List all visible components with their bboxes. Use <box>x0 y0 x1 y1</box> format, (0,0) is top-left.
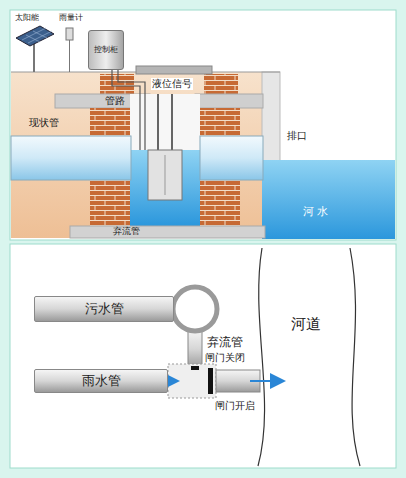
gate-rod <box>157 94 159 150</box>
solar-panel <box>16 26 54 46</box>
node-text: 控制柜 <box>94 45 118 54</box>
outlet-wall <box>262 72 280 162</box>
bottom-slab <box>70 226 265 238</box>
outlet-pipe <box>200 136 263 180</box>
gate-closed-label: 闸门关闭 <box>204 352 246 364</box>
gauge-pole <box>69 40 70 72</box>
manhole-cover <box>136 66 212 74</box>
signal-wire <box>118 70 145 150</box>
rain-gauge-label: 雨量计 <box>58 13 84 22</box>
gate-open-label: 闸门开启 <box>214 400 256 412</box>
existing-pipe <box>11 136 131 180</box>
solar-label: 太阳能 <box>14 13 40 22</box>
diversion-pipe-label: 弃流管 <box>112 226 141 236</box>
manhole <box>173 287 217 331</box>
outlet-label: 排口 <box>286 130 308 142</box>
river-bank <box>258 248 265 466</box>
level-signal-label: 液位信号 <box>151 78 193 90</box>
river-water-label: 河 水 <box>302 206 330 219</box>
gate-open <box>208 368 213 394</box>
pipeline-label: 管路 <box>104 95 126 107</box>
node-text: 污水管 <box>85 302 124 317</box>
bottom-panel <box>10 244 396 468</box>
diversion-pipe <box>188 330 202 368</box>
river-label: 河道 <box>290 316 322 333</box>
flow-arrow <box>250 380 282 382</box>
gate-rod <box>171 94 173 150</box>
control-cabinet: 控制柜 <box>88 30 124 70</box>
gate-detail <box>165 155 166 195</box>
brick-wall <box>100 74 134 94</box>
soil <box>11 72 263 238</box>
gate-closed <box>191 366 199 370</box>
top-panel <box>10 10 396 240</box>
solar-grid <box>22 28 52 43</box>
rain-gauge <box>66 28 73 40</box>
node-text: 雨水管 <box>82 374 121 389</box>
brick-wall <box>204 74 238 94</box>
rain-pipe: 雨水管 <box>34 369 168 393</box>
existing-pipe-label: 现状管 <box>28 117 60 129</box>
concrete-slab <box>195 94 263 108</box>
diversion-pipe-label: 弃流管 <box>206 336 244 350</box>
river-bank <box>350 248 360 466</box>
chamber-water <box>130 150 200 226</box>
gate <box>148 150 182 200</box>
river-water <box>262 160 395 239</box>
sewage-pipe: 污水管 <box>34 296 174 322</box>
